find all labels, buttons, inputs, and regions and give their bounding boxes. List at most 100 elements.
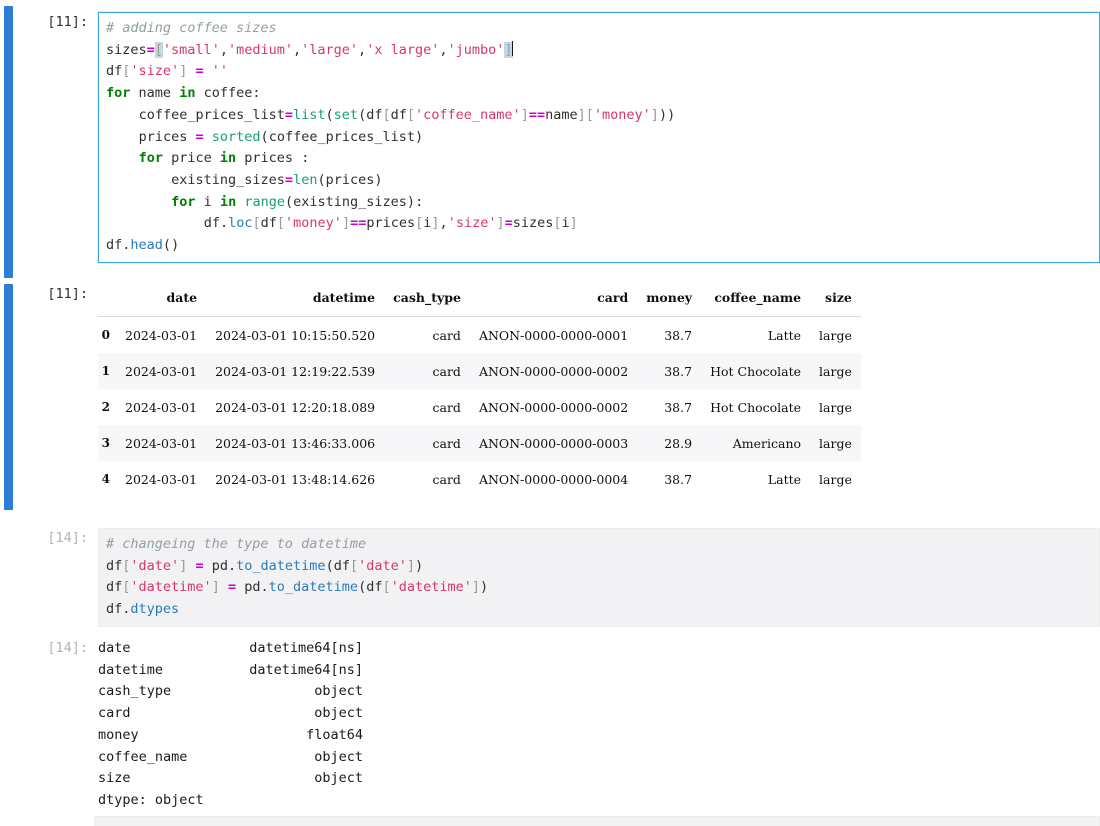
code-string: 'date' [130, 557, 180, 574]
cell-selection-bar [4, 6, 13, 278]
code-keyword: for [106, 85, 131, 102]
code-bracket: ] [577, 106, 586, 123]
code-line: df['size'] = '' [106, 63, 228, 79]
code-punct: ( [162, 237, 172, 254]
dataframe-cell: ANON-0000-0000-0002 [478, 363, 629, 379]
code-bracket: [ [122, 579, 131, 596]
code-punct: ) [480, 579, 489, 596]
dtype-column-name: date [98, 640, 131, 656]
cell-prompt-in-1: [11]: [47, 14, 88, 30]
code-identifier: prices [244, 150, 294, 167]
code-punct: : [415, 193, 424, 210]
dataframe-cell: large [819, 435, 852, 451]
code-punct [155, 172, 163, 188]
code-punct: , [219, 41, 228, 58]
code-punct: , [293, 41, 302, 58]
code-operator: = [284, 106, 294, 123]
code-operator: = [146, 41, 155, 58]
dataframe-column-header: size [810, 284, 861, 317]
code-punct: . [260, 579, 269, 596]
code-operator: = [284, 171, 294, 188]
code-cell-2[interactable]: [14]: # changeing the type to datetime d… [24, 528, 1100, 627]
code-builtin: range [244, 193, 285, 210]
code-identifier: pd [244, 579, 261, 596]
dtype-value: object [314, 748, 363, 765]
code-bracket: [ [382, 579, 391, 596]
code-punct: ) [667, 106, 676, 123]
dataframe-cell: ANON-0000-0000-0001 [478, 327, 629, 343]
code-punct [130, 85, 138, 101]
code-string: 'jumbo' [447, 41, 505, 58]
code-string: '' [211, 63, 229, 80]
code-editor-1[interactable]: # adding coffee sizes sizes=['small','me… [98, 12, 1100, 263]
code-cell-1[interactable]: [11]: # adding coffee sizes sizes=['smal… [24, 12, 1100, 263]
code-line: prices = sorted(coffee_prices_list) [106, 128, 424, 145]
code-line: # adding coffee sizes [106, 20, 277, 36]
code-punct: ) [415, 128, 424, 145]
code-punct [155, 215, 163, 231]
dataframe-index-header [98, 284, 116, 317]
dtype-footer: dtype: object [98, 791, 204, 808]
dtype-value: object [314, 683, 363, 700]
dataframe-cell: large [819, 399, 852, 415]
code-line: for i in range(existing_sizes): [106, 194, 423, 210]
code-bracket: ] [179, 557, 188, 574]
dataframe-cell: 38.7 [664, 327, 693, 343]
dataframe-row-index: 3 [101, 436, 110, 450]
code-punct [130, 129, 138, 145]
next-code-cell-partial[interactable] [94, 816, 1100, 826]
dataframe-row-index: 0 [101, 328, 110, 342]
dataframe-cell: 2024-03-01 [125, 471, 198, 487]
code-bracket: ] [179, 63, 188, 80]
code-punct [139, 215, 147, 231]
code-identifier: i [203, 193, 212, 210]
dataframe-cell: 38.7 [664, 471, 693, 487]
code-bracket: ] [341, 215, 351, 232]
dataframe-cell: card [432, 399, 461, 415]
code-punct [195, 85, 203, 101]
code-identifier: df [106, 579, 123, 596]
code-identifier: df [366, 106, 383, 123]
code-punct [204, 129, 212, 145]
code-bracket: [ [406, 106, 416, 123]
code-identifier: i [423, 215, 432, 232]
code-bracket: [ [382, 106, 391, 123]
code-operator: = [195, 63, 204, 80]
code-punct [130, 215, 138, 231]
dataframe-cell: card [432, 471, 461, 487]
code-punct: . [122, 601, 131, 618]
dataframe-cell: large [819, 471, 852, 487]
code-comment: # adding coffee sizes [106, 20, 277, 36]
code-builtin: sorted [211, 128, 261, 145]
code-punct: ( [325, 106, 334, 123]
code-editor-2[interactable]: # changeing the type to datetime df['dat… [98, 528, 1100, 627]
code-identifier: df [333, 557, 350, 574]
code-comment: # changeing the type to datetime [106, 536, 367, 552]
code-string: 'size' [130, 63, 180, 80]
dataframe-cell: 2024-03-01 [125, 435, 198, 451]
code-punct [139, 172, 147, 188]
code-punct: ) [406, 193, 416, 210]
code-string: 'datetime' [390, 579, 472, 596]
dataframe-cell: ANON-0000-0000-0002 [478, 399, 629, 415]
dataframe-cell: large [819, 363, 852, 379]
code-identifier: df [260, 215, 277, 232]
cell-prompt-out-1: [11]: [47, 286, 88, 302]
text-caret [511, 40, 514, 56]
code-bracket: [ [585, 106, 594, 123]
code-punct: ) [658, 106, 668, 123]
dataframe-cell: Latte [767, 471, 802, 487]
code-punct [130, 107, 138, 123]
dtype-value: object [314, 770, 363, 787]
code-bracket: [ [252, 215, 261, 232]
code-line: coffee_prices_list=list(set(df[df['coffe… [106, 106, 676, 123]
cell-selection-bar [4, 284, 13, 510]
code-punct: . [219, 215, 229, 232]
dataframe-cell: 2024-03-01 13:46:33.006 [215, 435, 376, 451]
code-punct [130, 150, 138, 166]
